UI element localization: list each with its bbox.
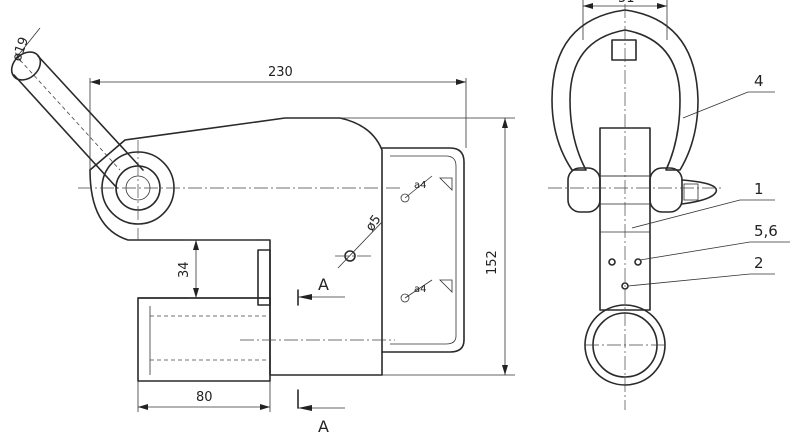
part-label-block: 2 (754, 254, 764, 272)
svg-text:230: 230 (268, 65, 293, 80)
part-label-shackle: 4 (754, 72, 764, 90)
side-view: A A 230 152 34 (10, 27, 515, 436)
section-label-top: A (318, 275, 329, 294)
svg-text:152: 152 (485, 250, 500, 275)
dim-jaw-opening: 34 (177, 239, 258, 299)
svg-text:34: 34 (177, 261, 192, 278)
part-label-body: 1 (754, 180, 764, 198)
lower-bar (137, 297, 271, 382)
dim-hole-diameter: ø19 (10, 35, 32, 63)
svg-text:51: 51 (618, 0, 635, 6)
part-label-pins: 5,6 (754, 222, 778, 240)
handle-bar (10, 51, 144, 189)
shackle (551, 9, 699, 171)
weld-symbol-bottom: a4 (414, 284, 427, 295)
dim-overall-length: 230 (89, 65, 467, 170)
dim-bar-length: 80 (137, 381, 271, 412)
section-label-bottom: A (318, 417, 329, 436)
dim-height: 152 (340, 117, 515, 376)
svg-text:80: 80 (196, 390, 213, 405)
clamp-body (89, 117, 383, 376)
dim-shackle-width: 51 (582, 0, 668, 40)
weld-plate (381, 147, 465, 353)
weld-symbol-top: a4 (414, 180, 427, 191)
front-view: 51 4 1 5,6 2 (548, 0, 790, 410)
